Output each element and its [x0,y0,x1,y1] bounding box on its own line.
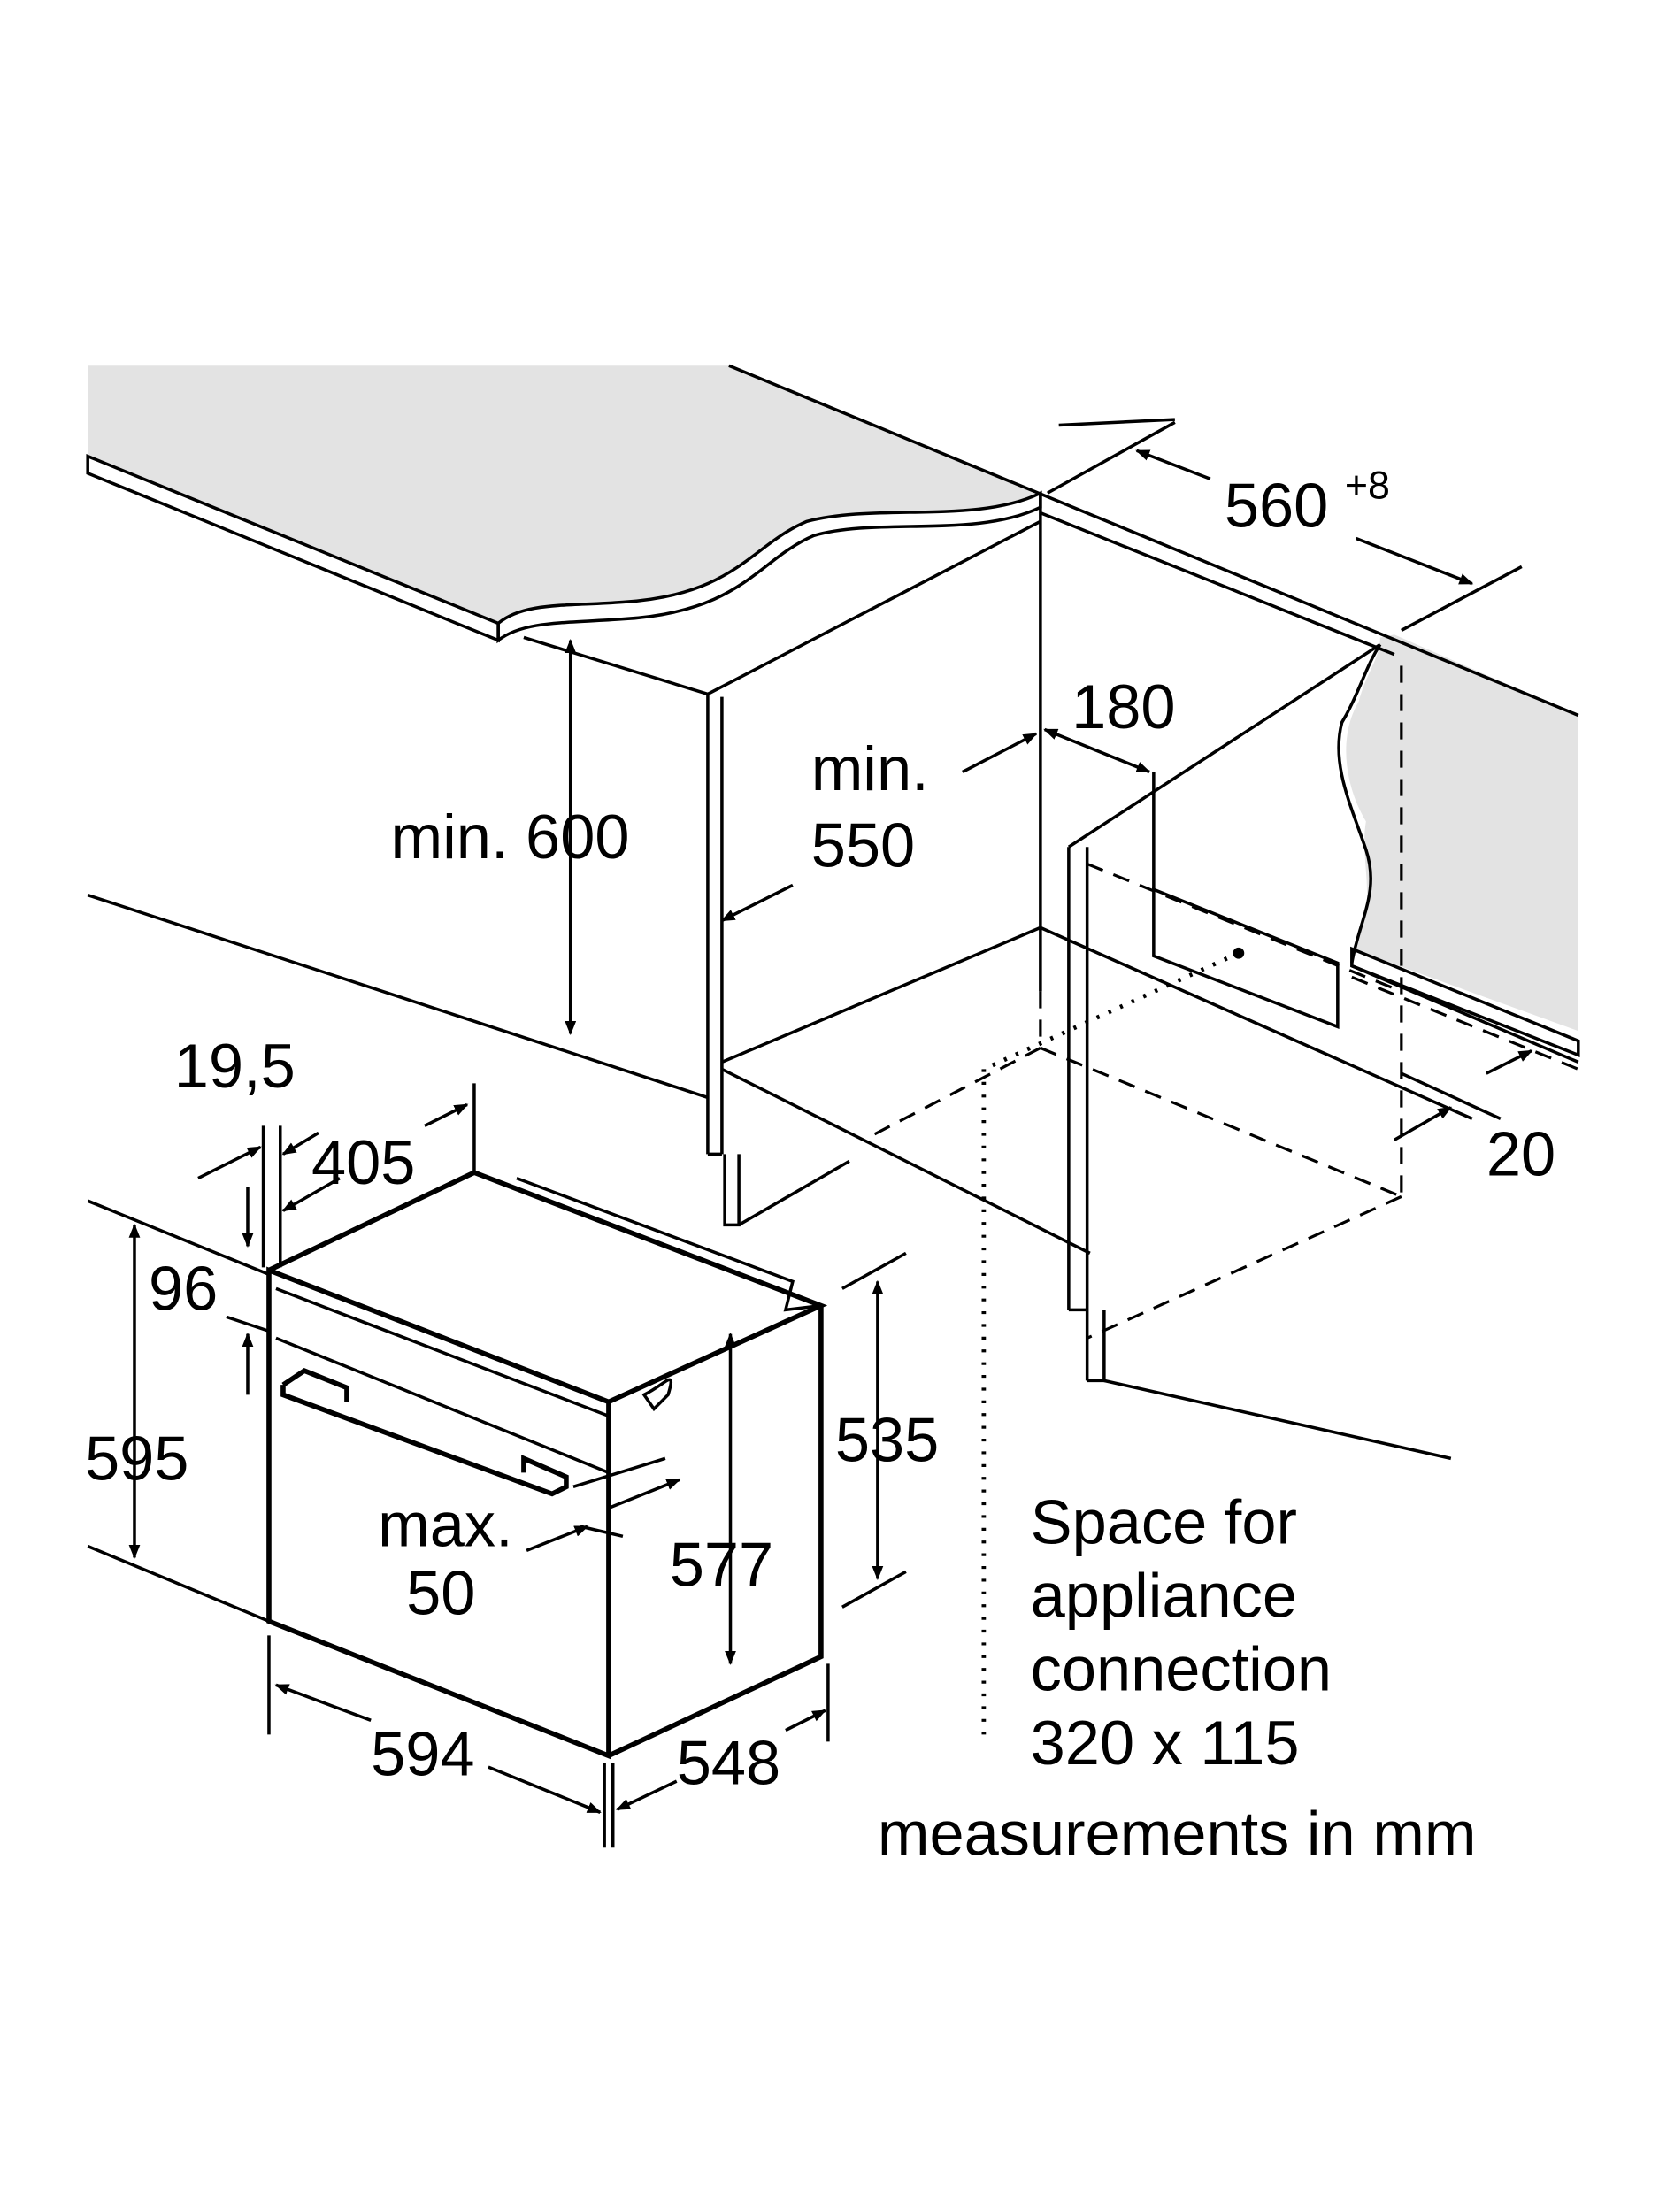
label-180: 180 [1071,672,1175,741]
label-max-50-l2: 50 [406,1557,475,1627]
label-96: 96 [149,1253,218,1323]
label-594: 594 [371,1719,474,1789]
footer-units: measurements in mm [878,1798,1477,1868]
label-min-600: min. 600 [391,802,630,872]
label-405: 405 [311,1127,415,1197]
label-577: 577 [670,1529,773,1599]
label-19-5: 19,5 [174,1031,296,1101]
niche-dashed-lines [863,665,1579,1340]
label-535: 535 [835,1405,939,1475]
label-548: 548 [677,1727,780,1797]
label-min-550-l2: 550 [811,810,915,880]
label-20: 20 [1486,1118,1555,1188]
dimension-lines [87,418,1533,1848]
label-min-550-l1: min. [811,733,929,803]
note-line-4: 320 x 115 [1031,1708,1300,1778]
note-line-3: connection [1031,1634,1332,1704]
label-560: 560 [1225,471,1328,541]
oven [266,1170,828,1760]
label-560-tolerance: +8 [1345,464,1390,508]
appliance-connection-area [981,772,1340,1735]
countertop-right [1337,634,1580,1057]
note-line-2: appliance [1031,1561,1297,1631]
note-line-1: Space for [1031,1486,1297,1556]
label-595: 595 [85,1423,188,1493]
cabinet-outline [87,364,1579,1461]
countertop-left [86,365,1042,644]
label-max-50-l1: max. [378,1490,513,1560]
